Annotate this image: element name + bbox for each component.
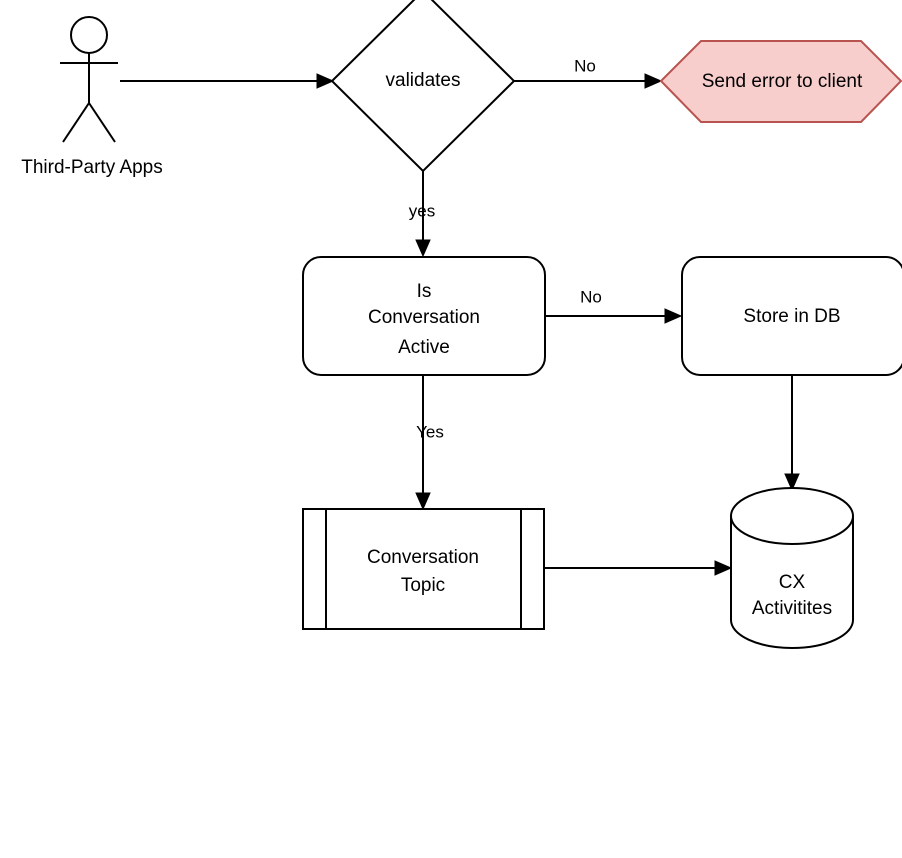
- edge-validates-to-is-active[interactable]: yes: [409, 171, 435, 258]
- conversation-topic-shape: [302, 508, 545, 630]
- node-conversation-topic[interactable]: Conversation Topic: [302, 508, 545, 630]
- is-conversation-active-label-line-2: Conversation: [368, 307, 480, 328]
- edge-is-active-to-topic[interactable]: Yes: [415, 375, 444, 511]
- cx-activities-cylinder-top: [730, 487, 854, 545]
- node-is-conversation-active[interactable]: Is Conversation Active: [302, 256, 546, 376]
- send-error-hexagon-shape: [659, 40, 902, 123]
- node-send-error-to-client[interactable]: Send error to client: [659, 40, 902, 123]
- cx-activities-cylinder-body: [730, 516, 854, 649]
- edge-store-db-to-cx-activities[interactable]: [784, 375, 800, 492]
- is-conversation-active-label-line-1: Is: [417, 281, 432, 302]
- edge-label-no-validates: No: [574, 56, 596, 75]
- arrowhead-icon: [415, 492, 431, 511]
- actor-left-leg-line: [62, 102, 90, 143]
- actor-label: Third-Party Apps: [21, 157, 163, 178]
- edge-is-active-to-store-db[interactable]: No: [545, 287, 683, 324]
- edge-label-yes-is-active: Yes: [416, 422, 444, 441]
- edge-topic-to-cx-activities[interactable]: [544, 560, 733, 576]
- arrowhead-icon: [316, 73, 335, 89]
- arrowhead-icon: [714, 560, 733, 576]
- conversation-topic-label-line-2: Topic: [401, 575, 445, 596]
- edge-validates-to-send-error[interactable]: No: [514, 56, 663, 89]
- arrowhead-icon: [664, 308, 683, 324]
- actor-right-leg-line: [88, 102, 116, 143]
- node-store-in-db[interactable]: Store in DB: [681, 256, 902, 376]
- arrowhead-icon: [784, 473, 800, 492]
- conversation-topic-label-line-1: Conversation: [367, 547, 479, 568]
- node-validates-decision[interactable]: validates: [330, 0, 516, 173]
- arrowhead-icon: [644, 73, 663, 89]
- edge-label-no-is-active: No: [580, 287, 602, 306]
- is-conversation-active-label-line-3: Active: [398, 337, 450, 358]
- send-error-label: Send error to client: [702, 71, 863, 92]
- arrowhead-icon: [415, 239, 431, 258]
- cx-activities-label-line-2: Activitites: [752, 598, 832, 619]
- validates-label: validates: [386, 70, 461, 91]
- cx-activities-label-line-1: CX: [779, 572, 806, 593]
- edge-actor-to-validates[interactable]: [120, 73, 335, 89]
- edge-label-yes-validates: yes: [409, 201, 435, 220]
- node-actor-third-party-apps[interactable]: Third-Party Apps: [21, 16, 163, 178]
- store-in-db-label: Store in DB: [743, 306, 840, 327]
- node-cx-activities-database[interactable]: CX Activitites: [730, 487, 854, 649]
- actor-head-icon: [70, 16, 108, 54]
